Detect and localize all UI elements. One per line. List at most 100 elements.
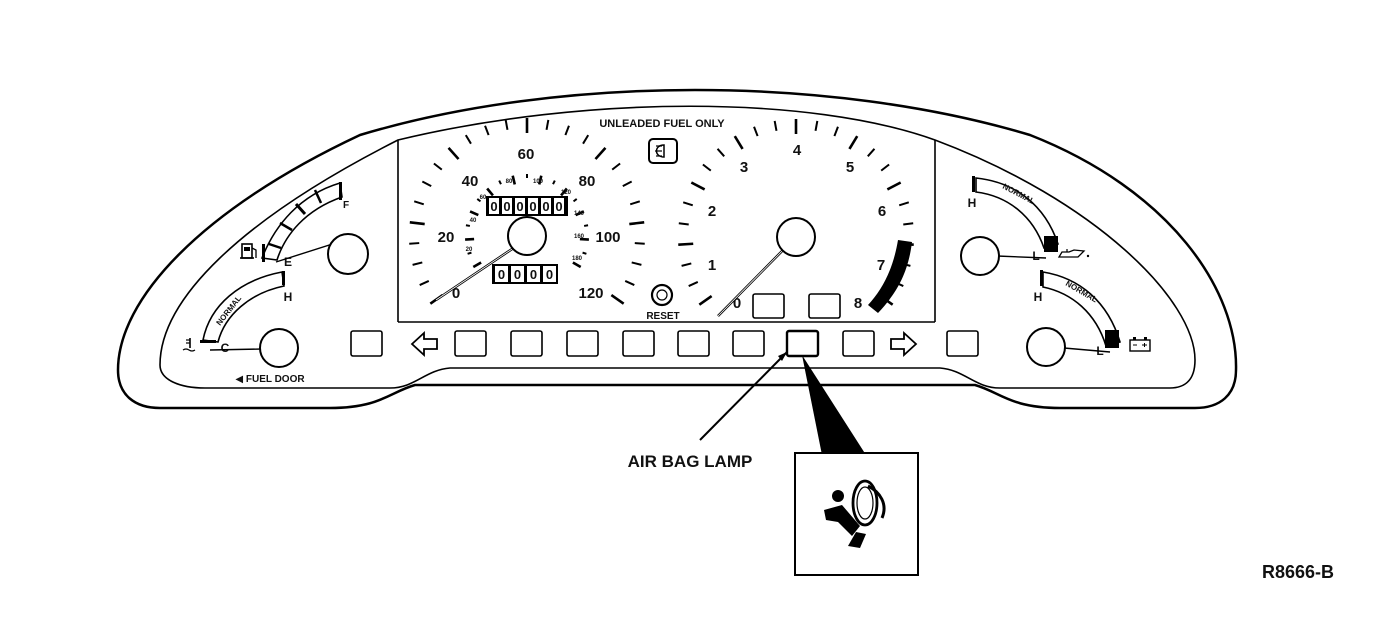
tripmeter-digit-cell	[543, 266, 556, 282]
warning-lamp	[510, 330, 543, 357]
oil-needle	[996, 255, 1047, 259]
warning-lamp	[622, 330, 655, 357]
kmh-tick	[465, 237, 475, 241]
kmh-tick	[469, 210, 479, 217]
tach-label-3: 3	[740, 159, 748, 176]
speedometer-tick	[447, 146, 460, 160]
warning-lamp	[677, 330, 710, 357]
warning-lamp	[566, 330, 599, 357]
fuel-empty-label: E	[284, 255, 292, 269]
speedometer-tick	[624, 280, 635, 286]
tripmeter-digit-cell	[511, 266, 524, 282]
tachometer-tick	[903, 222, 914, 226]
kmh-label-120: 120	[561, 190, 572, 196]
tripmeter-digit-cell	[527, 266, 540, 282]
kmh-tick	[498, 180, 502, 185]
oil-can-icon	[1057, 249, 1090, 258]
temp-cold-label: C	[221, 341, 230, 355]
tachometer-tick	[773, 120, 778, 131]
cluster-bezel-outer	[116, 88, 1238, 410]
reset-button[interactable]	[650, 283, 674, 307]
kmh-label-20: 20	[466, 247, 473, 253]
speedometer-tick	[629, 221, 645, 226]
kmh-label-140: 140	[574, 211, 585, 217]
speedometer-tick	[622, 180, 633, 188]
speedometer-tick	[464, 134, 472, 145]
kmh-tick	[572, 261, 582, 269]
reset-label: RESET	[646, 311, 679, 322]
warning-lamp-upper-left	[752, 293, 785, 319]
tachometer-tick	[690, 181, 706, 191]
speedometer-tick	[631, 261, 642, 266]
odometer-digit: 0	[503, 199, 510, 214]
coolant-icon	[182, 338, 196, 352]
left-turn-arrow-icon	[410, 330, 438, 358]
speedometer: 0 20 40 60 80 100 120 20 40 60 80 100 12…	[409, 118, 680, 322]
tachometer-tick	[867, 148, 876, 157]
warning-lamp-upper-right	[808, 293, 841, 319]
tachometer-tick	[880, 163, 890, 172]
tachometer-tick	[898, 201, 910, 207]
warning-lamp	[732, 330, 765, 357]
tachometer-tick	[681, 262, 692, 267]
kmh-tick	[575, 210, 585, 217]
tripmeter-digit: 0	[514, 267, 521, 282]
odometer-digit: 0	[542, 199, 549, 214]
air-bag-lamp	[785, 329, 820, 358]
tripmeter-digit: 0	[530, 267, 537, 282]
mph-label-120: 120	[578, 285, 603, 302]
speedometer-tick	[594, 146, 607, 160]
figure-code: R8666-B	[1262, 562, 1334, 582]
tach-label-4: 4	[793, 142, 802, 159]
fuel-gauge: E F ◀ FUEL DOOR	[235, 181, 369, 385]
speedometer-tick	[611, 162, 621, 171]
kmh-label-80: 80	[506, 179, 513, 185]
temp-hot-label: H	[284, 290, 293, 304]
tach-label-8: 8	[854, 295, 862, 312]
mph-label-80: 80	[579, 173, 596, 190]
warning-lamp-left	[350, 330, 383, 357]
odometer-digit: 0	[529, 199, 536, 214]
battery-icon	[1129, 337, 1151, 352]
speedometer-hub	[507, 216, 547, 256]
tachometer-tick	[678, 242, 694, 247]
kmh-tick	[476, 198, 482, 203]
kmh-tick	[465, 224, 471, 227]
fuel-door-label: ◀ FUEL DOOR	[235, 374, 305, 385]
callout-wedge	[802, 355, 866, 455]
tachometer-tick	[886, 181, 902, 191]
oil-high-label: H	[968, 196, 977, 210]
kmh-tick	[467, 251, 472, 255]
tach-label-7: 7	[877, 257, 885, 274]
tripmeter-digit: 0	[546, 267, 553, 282]
tach-label-6: 6	[878, 203, 886, 220]
kmh-tick	[537, 175, 543, 185]
tachometer-tick	[688, 281, 699, 287]
speedometer-tick	[484, 125, 490, 136]
oil-low-label: L	[1032, 249, 1039, 263]
kmh-label-40: 40	[470, 218, 477, 224]
mph-label-60: 60	[518, 146, 535, 163]
air-bag-lamp-label: AIR BAG LAMP	[628, 452, 753, 471]
headlamp-icon	[648, 138, 678, 164]
mph-label-20: 20	[438, 229, 455, 246]
warning-lamp	[842, 330, 875, 357]
speedometer-tick	[412, 261, 423, 266]
odometer-digit: 0	[490, 199, 497, 214]
speedometer-tick	[564, 125, 570, 136]
tachometer-tick	[682, 201, 694, 207]
speedometer-tick	[421, 180, 432, 188]
warning-lamp	[454, 330, 487, 357]
tachometer-tick	[702, 163, 712, 172]
warning-lamp-strip	[350, 293, 979, 358]
tachometer-tick	[814, 120, 819, 131]
kmh-label-180: 180	[572, 256, 583, 262]
kmh-tick	[486, 187, 494, 197]
speedometer-tick	[629, 200, 641, 206]
tachometer-tick	[753, 126, 759, 137]
speedometer-tick	[433, 162, 443, 171]
volt-needle	[1063, 347, 1111, 353]
